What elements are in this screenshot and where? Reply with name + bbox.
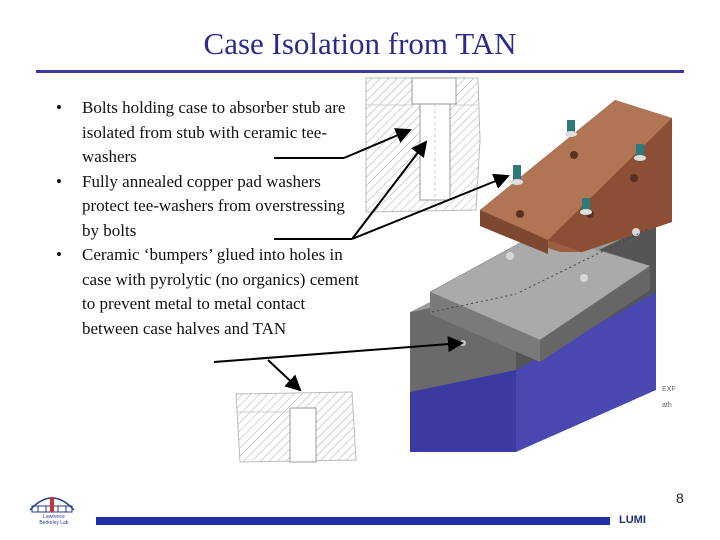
side-label: EXF	[662, 386, 676, 393]
bullet-item: • Ceramic ‘bumpers’ glued into holes in c…	[54, 243, 364, 341]
berkeley-lab-logo	[29, 497, 75, 513]
callout-arrows	[213, 128, 510, 392]
footer-bar	[96, 517, 610, 525]
bullet-text: Ceramic ‘bumpers’ glued into holes in ca…	[82, 245, 359, 338]
bullet-list: • Bolts holding case to absorber stub are…	[54, 96, 364, 341]
page-title: Case Isolation from TAN	[203, 26, 517, 61]
footer-program-label: LUMI	[619, 514, 646, 526]
logo-line: Berkeley Lab	[39, 520, 69, 526]
logo-line: Lawrence	[43, 514, 65, 520]
bullet-marker: •	[56, 171, 62, 191]
bullet-marker: •	[56, 98, 62, 117]
side-label: ath	[662, 402, 672, 409]
bumper-section-drawing	[235, 391, 357, 463]
title-rule	[36, 70, 684, 73]
bullet-text: Fully annealed copper pad washers protec…	[82, 171, 345, 240]
page-number: 8	[676, 490, 684, 506]
bullet-marker: •	[56, 245, 62, 264]
bullet-text: Bolts holding case to absorber stub are …	[82, 98, 346, 166]
bullet-item: • Bolts holding case to absorber stub are…	[54, 96, 364, 170]
logo-text: Lawrence Berkeley Lab	[32, 514, 76, 526]
bullet-item: • Fully annealed copper pad washers prote…	[54, 170, 364, 244]
